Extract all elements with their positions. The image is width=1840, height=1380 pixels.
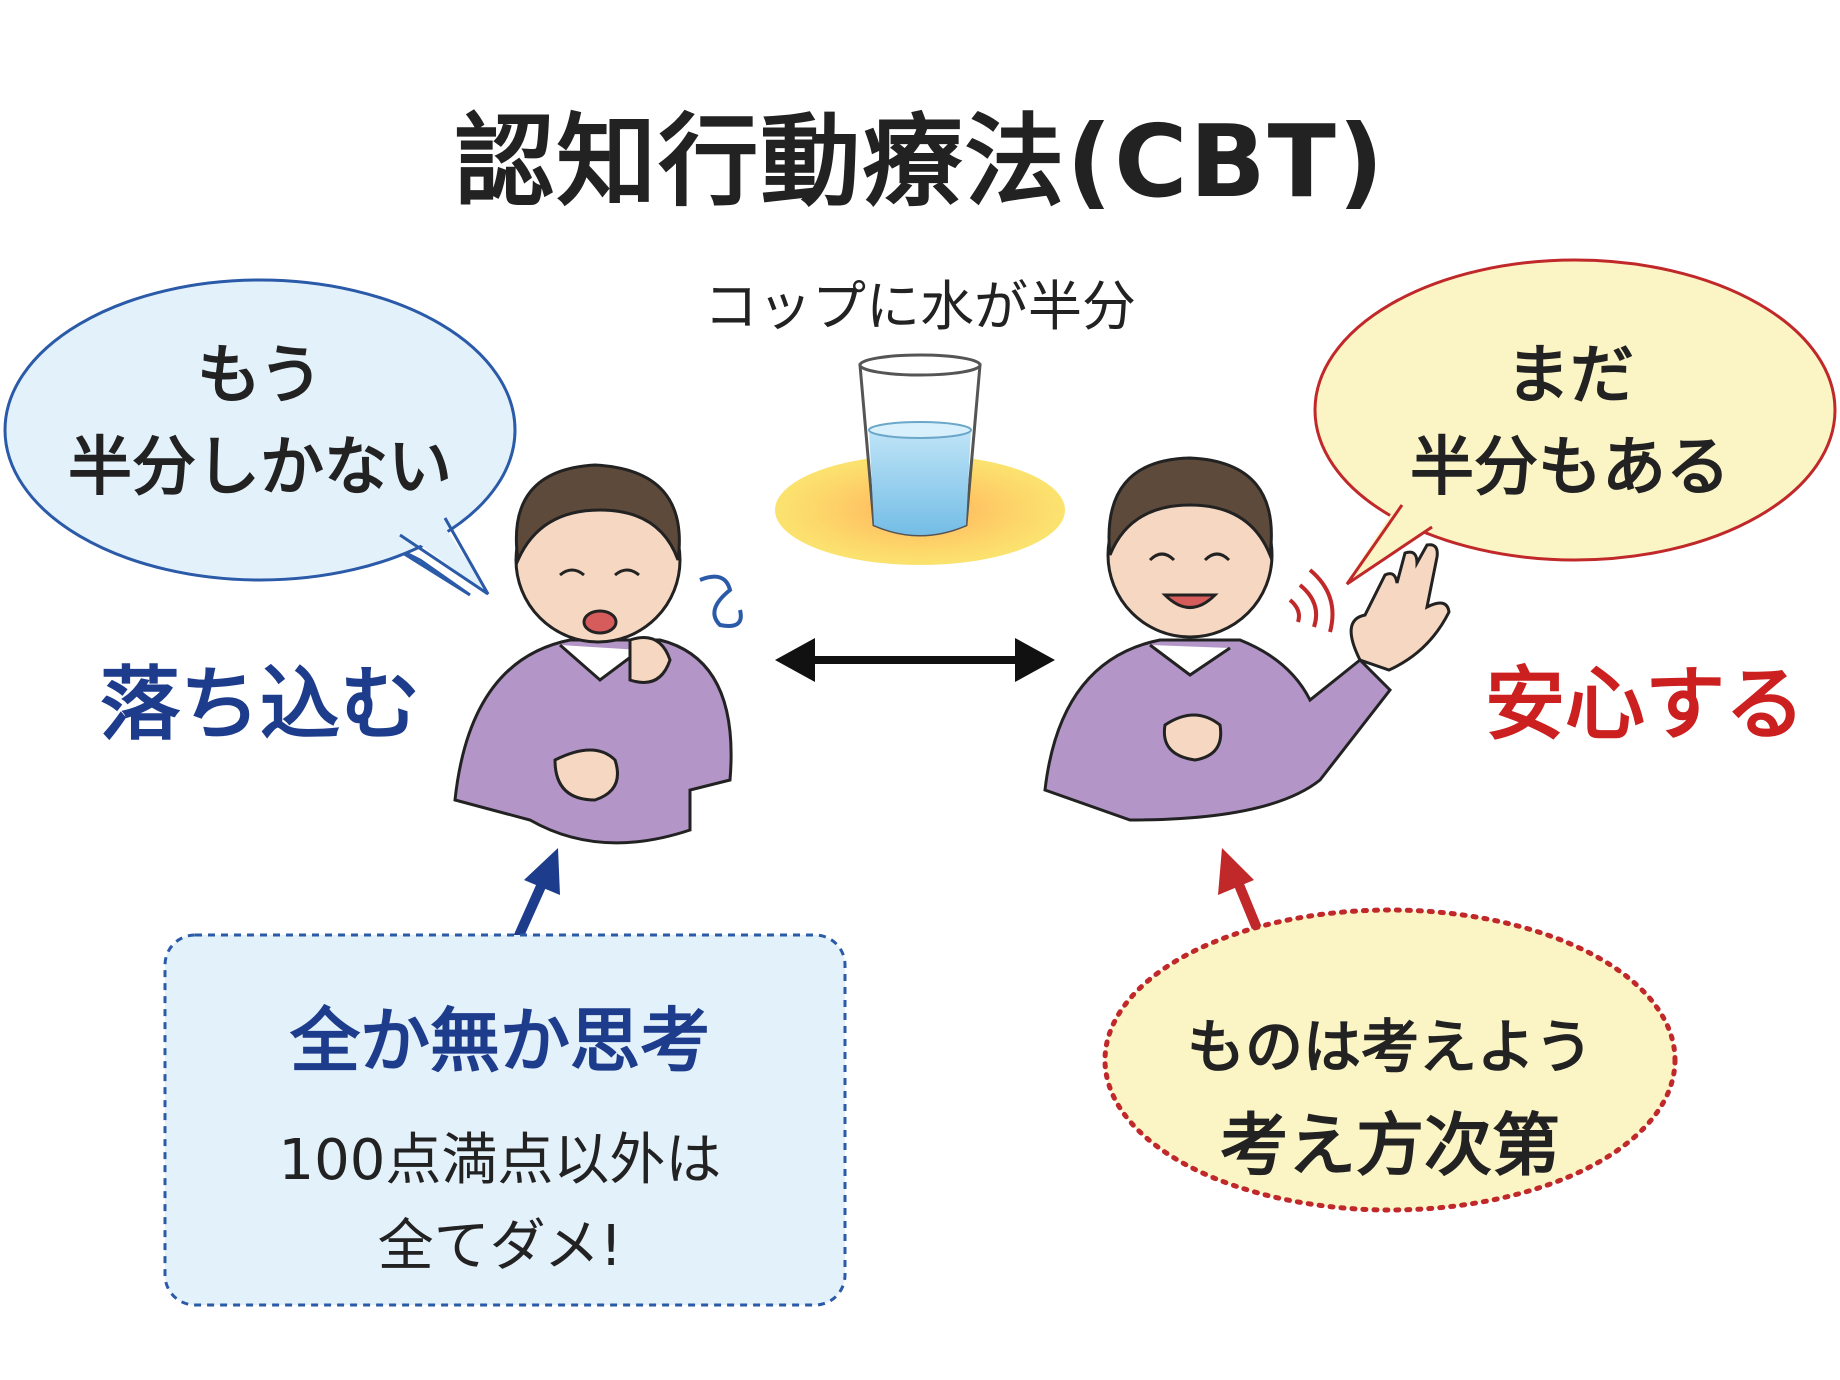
- all-or-nothing-heading: 全か無か思考: [290, 1000, 710, 1082]
- description-line2: 全てダメ!: [377, 1214, 623, 1279]
- right-bubble-line1: まだ: [1506, 339, 1634, 413]
- right-speech-bubble: [1313, 258, 1837, 586]
- scenario-caption: コップに水が半分: [704, 275, 1136, 338]
- right-bubble-line2: 半分もある: [1410, 431, 1730, 505]
- page-title: 認知行動療法(CBT): [454, 103, 1386, 220]
- left-speech-bubble: [3, 278, 517, 597]
- comparison-arrow: [775, 638, 1055, 682]
- right-emotion-label: 安心する: [1485, 658, 1805, 751]
- description-line1: 100点満点以外は: [278, 1128, 722, 1193]
- all-or-nothing-description: 100点満点以外は 全てダメ!: [160, 1118, 840, 1290]
- happy-person: [1043, 456, 1451, 822]
- left-bubble-line1: もう: [196, 339, 324, 413]
- left-emotion-label: 落ち込む: [100, 658, 420, 751]
- all-or-nothing-box: [163, 933, 847, 1307]
- reframing-line1: ものは考えよう: [1186, 1013, 1593, 1081]
- left-bubble-text: もう 半分しかない: [40, 330, 480, 514]
- sad-person: [453, 463, 743, 845]
- right-bubble-text: まだ 半分もある: [1330, 330, 1810, 514]
- reframing-ellipse: [1102, 907, 1678, 1213]
- left-bubble-line2: 半分しかない: [68, 431, 452, 505]
- glass-of-water: [775, 353, 1065, 565]
- reframing-line2: 考え方次第: [1219, 1107, 1560, 1186]
